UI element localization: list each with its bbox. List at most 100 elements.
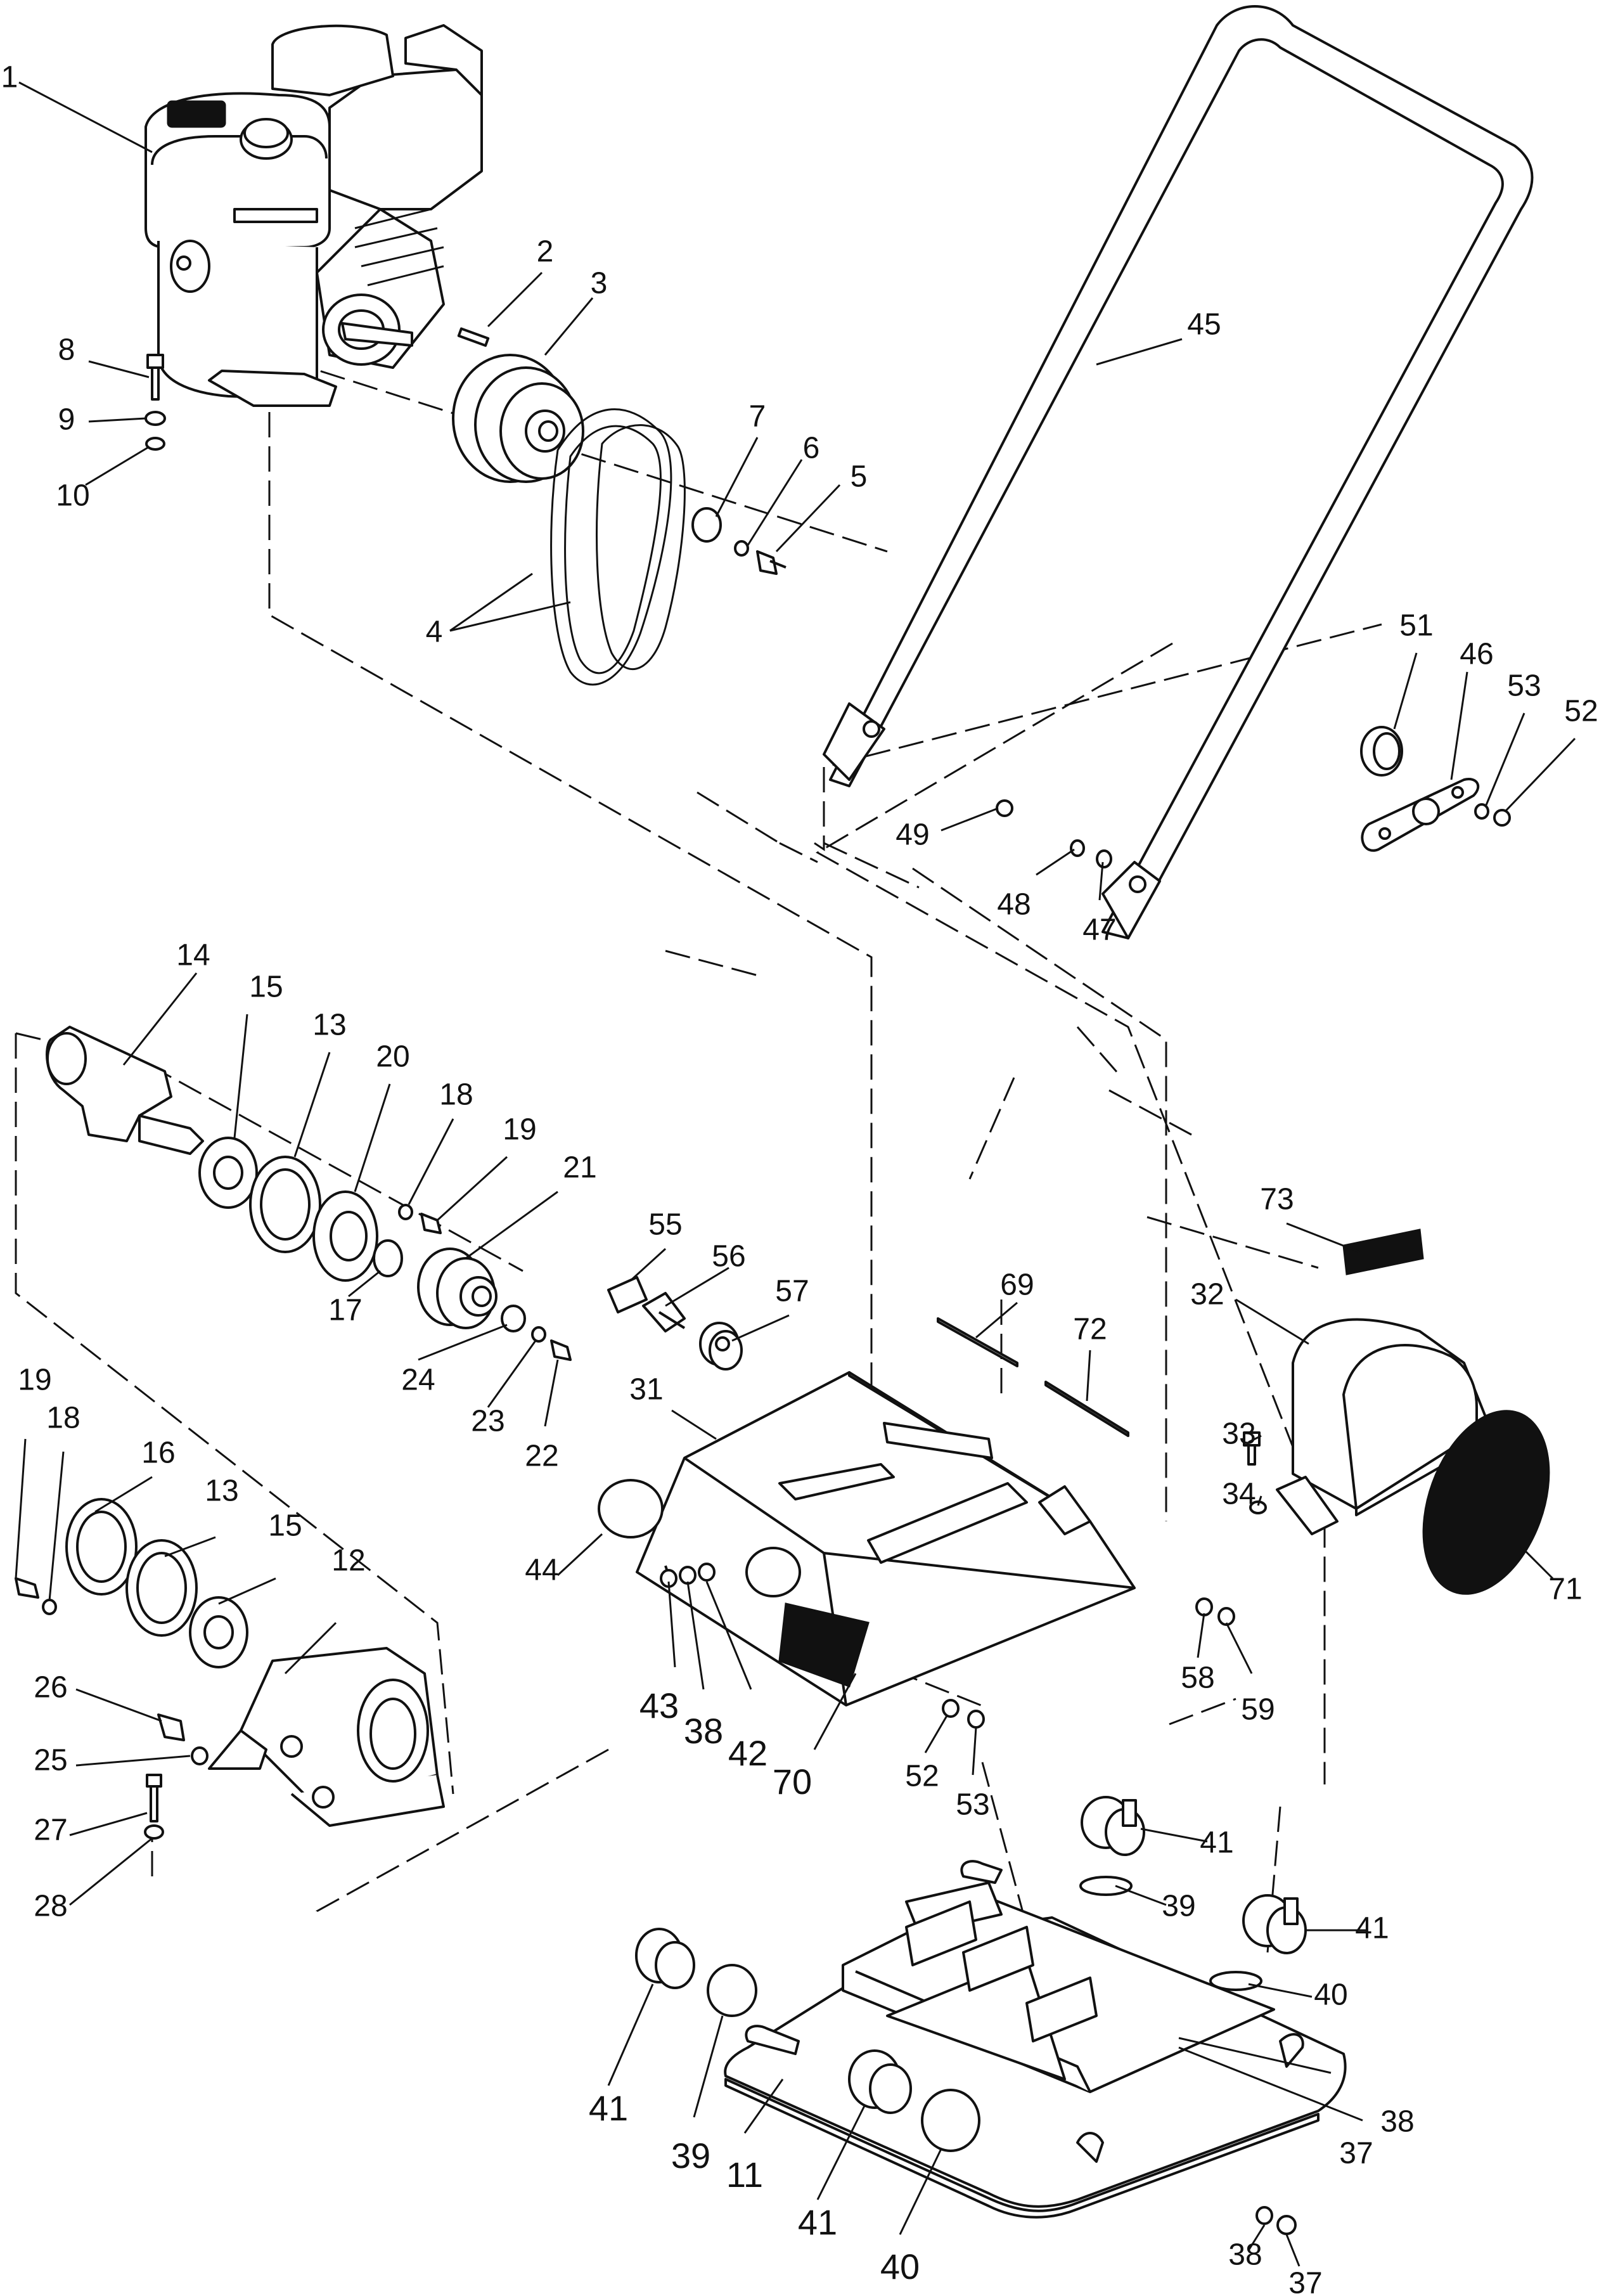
- engine: [144, 24, 483, 407]
- cap-44: [598, 1479, 664, 1538]
- key-pin: [457, 327, 490, 347]
- leader-lines: [15, 81, 1576, 2267]
- eccentric-shaft: [46, 1026, 204, 1155]
- callout-14: 14: [176, 939, 210, 972]
- callout-59: 59: [1241, 1693, 1275, 1727]
- callout-39: 39: [1162, 1890, 1195, 1923]
- callout-40: 40: [1314, 1978, 1347, 2012]
- callout-18: 18: [439, 1078, 473, 1112]
- callout-5: 5: [851, 460, 868, 494]
- callout-labels: 1 2 3 4 5 6 7 8 9 10 45 51 46 53 52 49 4…: [1, 61, 1598, 2296]
- callout-41: 41: [589, 2088, 628, 2128]
- callout-44: 44: [525, 1554, 558, 1587]
- callout-27: 27: [34, 1814, 67, 1847]
- callout-41: 41: [1355, 1912, 1389, 1945]
- label-73: [1342, 1229, 1424, 1275]
- label-72: [1044, 1381, 1129, 1437]
- callout-41: 41: [798, 2202, 837, 2242]
- callout-48: 48: [997, 888, 1031, 922]
- callout-22: 22: [525, 1440, 558, 1473]
- callout-42: 42: [728, 1733, 767, 1773]
- callout-41: 41: [1200, 1826, 1233, 1860]
- pulley-bolt: [756, 550, 787, 575]
- callout-34: 34: [1222, 1478, 1255, 1511]
- callout-17: 17: [328, 1294, 362, 1327]
- spring-washer: [734, 540, 749, 557]
- callout-33: 33: [1222, 1417, 1255, 1451]
- warning-label-55: [607, 1276, 648, 1313]
- guard-bolt-33: [1243, 1431, 1267, 1514]
- oil-seal: [373, 1239, 403, 1277]
- callout-19: 19: [18, 1364, 51, 1397]
- callout-51: 51: [1399, 609, 1433, 643]
- callout-73: 73: [1260, 1183, 1294, 1216]
- callout-58: 58: [1181, 1661, 1214, 1695]
- pulley-washer: [691, 507, 722, 543]
- callout-37: 37: [1288, 2267, 1322, 2296]
- callout-49: 49: [896, 818, 929, 852]
- callout-21: 21: [563, 1151, 596, 1185]
- callout-71: 71: [1548, 1573, 1582, 1606]
- callout-38: 38: [1228, 2238, 1262, 2272]
- callout-9: 9: [58, 403, 75, 437]
- callout-47: 47: [1082, 913, 1116, 947]
- callout-6: 6: [803, 432, 820, 465]
- label-69: [937, 1317, 1018, 1367]
- callout-38: 38: [684, 1711, 723, 1751]
- engine-pulley: [452, 354, 584, 483]
- callout-13: 13: [205, 1474, 238, 1508]
- exciter-pulley: [417, 1248, 498, 1329]
- callout-3: 3: [591, 267, 608, 300]
- callout-2: 2: [537, 235, 554, 269]
- exciter-housing: [208, 1647, 445, 1827]
- callout-7: 7: [749, 400, 766, 434]
- callout-52: 52: [1564, 695, 1598, 728]
- callout-37: 37: [1339, 2137, 1373, 2170]
- engine-mount-bolt: [144, 354, 166, 451]
- rubber-mounts: [635, 1796, 1307, 2152]
- callout-52: 52: [905, 1760, 939, 1793]
- callout-26: 26: [34, 1671, 67, 1705]
- callout-18: 18: [46, 1402, 80, 1435]
- callout-55: 55: [648, 1208, 682, 1242]
- callout-32: 32: [1190, 1278, 1224, 1312]
- callout-15: 15: [268, 1509, 302, 1543]
- callout-40: 40: [880, 2247, 920, 2286]
- guard-mesh-71: [1422, 1410, 1550, 1595]
- callout-8: 8: [58, 333, 75, 367]
- callout-46: 46: [1460, 638, 1493, 671]
- callout-16: 16: [141, 1436, 175, 1470]
- callout-11: 11: [726, 2155, 763, 2195]
- callout-39: 39: [671, 2136, 710, 2176]
- base-plate: [724, 1860, 1347, 2219]
- handle-mount: [996, 726, 1511, 868]
- callout-43: 43: [639, 1686, 679, 1725]
- callout-28: 28: [34, 1890, 67, 1923]
- callout-10: 10: [56, 479, 89, 513]
- callout-45: 45: [1187, 308, 1221, 342]
- callout-15: 15: [249, 971, 283, 1004]
- callout-23: 23: [471, 1405, 504, 1438]
- handle: [823, 5, 1534, 939]
- callout-56: 56: [712, 1240, 745, 1274]
- callout-1: 1: [1, 61, 18, 94]
- callout-53: 53: [1507, 669, 1541, 703]
- rubber-mount-57: [699, 1322, 743, 1371]
- callout-53: 53: [956, 1788, 989, 1822]
- frame: [636, 1371, 1136, 1706]
- callout-20: 20: [376, 1040, 409, 1074]
- callout-25: 25: [34, 1744, 67, 1777]
- callout-24: 24: [401, 1364, 435, 1397]
- callout-19: 19: [503, 1113, 536, 1147]
- callout-70: 70: [773, 1762, 812, 1802]
- v-belts: [550, 408, 686, 686]
- callout-31: 31: [629, 1373, 663, 1407]
- callout-4: 4: [426, 616, 443, 649]
- callout-72: 72: [1073, 1313, 1107, 1346]
- callout-12: 12: [331, 1544, 365, 1578]
- callout-69: 69: [1000, 1268, 1034, 1302]
- vibration-damper-56: [642, 1292, 686, 1332]
- callout-57: 57: [775, 1275, 809, 1308]
- callout-38: 38: [1380, 2105, 1414, 2139]
